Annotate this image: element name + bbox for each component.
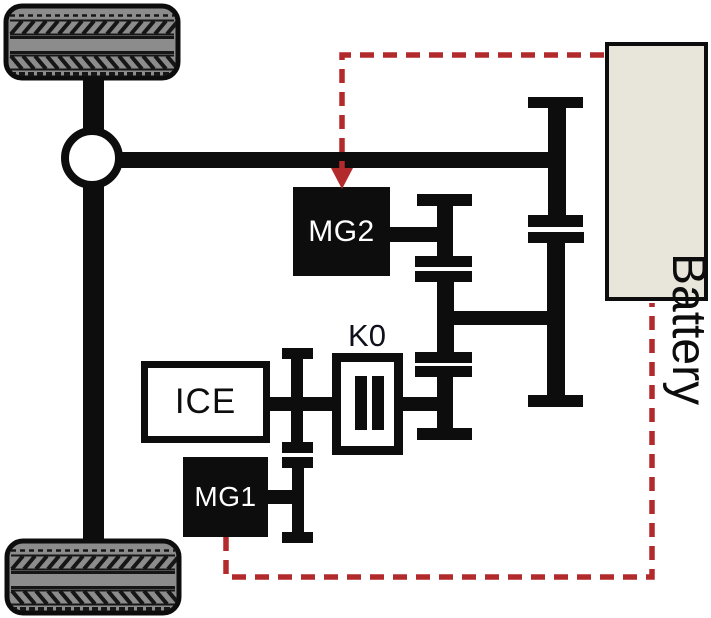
arrow-down-icon <box>331 168 353 189</box>
ice-output-gear-bottom-cap <box>417 428 472 440</box>
final-drive-upper-gear-shaft <box>548 97 566 227</box>
mg2-label: MG2 <box>308 214 375 248</box>
battery-box <box>605 42 708 301</box>
drive-shaft <box>100 152 566 168</box>
final-drive-upper-gear-bottom-cap <box>528 215 583 227</box>
ice-label: ICE <box>174 382 237 421</box>
mg1-label: MG1 <box>194 481 257 512</box>
mg1-output-shaft <box>266 490 304 504</box>
mg1-gear-bottom-cap <box>282 532 313 543</box>
ice-box: ICE <box>141 361 270 443</box>
mg1-box: MG1 <box>183 457 268 537</box>
ice-side-gear-bottom-cap <box>282 442 313 453</box>
k0-clutch-plate-right <box>372 376 384 430</box>
k0-clutch-box <box>332 353 403 455</box>
mg2-box: MG2 <box>293 187 390 276</box>
final-drive-lower-gear-bottom-cap <box>528 395 583 407</box>
rear-tire <box>4 538 182 616</box>
differential-circle <box>61 127 123 189</box>
mg2-output-shaft <box>388 227 450 242</box>
counter-shaft <box>437 311 563 325</box>
counter-gear-bottom-cap <box>415 352 472 363</box>
k0-label: K0 <box>348 318 386 353</box>
front-tire <box>3 3 181 81</box>
mg2-gear-bottom-cap <box>415 256 472 267</box>
k0-clutch-plate-left <box>355 376 367 430</box>
battery-label: Battery <box>662 253 711 406</box>
